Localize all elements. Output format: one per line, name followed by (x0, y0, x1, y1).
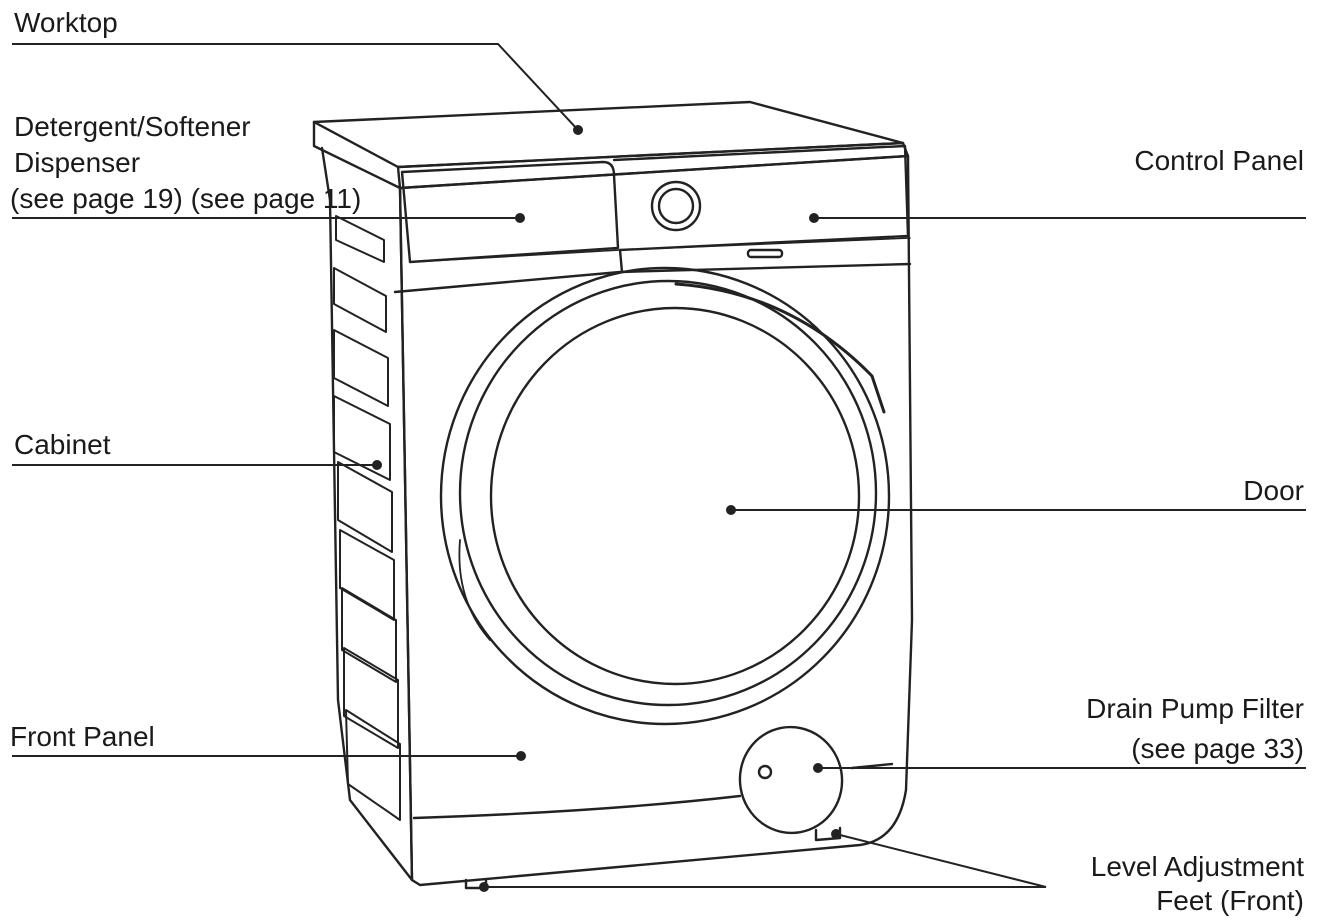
dot-drain-filter (813, 763, 823, 773)
dot-foot-right (831, 829, 841, 839)
dot-door (726, 505, 736, 515)
dot-cabinet (372, 460, 382, 470)
dot-detergent (515, 213, 525, 223)
front-panel-lower-edge (412, 794, 742, 820)
indicator-slot (746, 248, 784, 259)
label-front-panel: Front Panel (10, 721, 155, 752)
label-detergent-line3: (see page 19) (see page 11) (10, 183, 362, 214)
label-control-panel: Control Panel (1134, 145, 1304, 176)
leader-feet (484, 833, 1047, 888)
dot-front-panel (516, 751, 526, 761)
label-worktop: Worktop (14, 7, 118, 38)
fascia-dispenser (400, 160, 620, 264)
leader-worktop (12, 43, 579, 131)
door-glass (489, 306, 861, 686)
label-detergent-line2: Dispenser (14, 147, 141, 178)
door-hinge (674, 282, 886, 414)
program-knob (650, 180, 702, 232)
label-door: Door (1243, 475, 1304, 506)
dot-foot-left (479, 882, 489, 892)
label-drain-line1: Drain Pump Filter (1086, 693, 1304, 724)
drain-filter-cover (738, 725, 844, 835)
label-feet-line2: Feet (Front) (1156, 885, 1304, 916)
label-drain-line2: (see page 33) (1131, 733, 1304, 764)
cabinet-side (320, 146, 414, 882)
label-feet-line1: Level Adjustment (1090, 851, 1304, 882)
door-outer-ring (439, 266, 891, 726)
door-rim (458, 279, 878, 707)
cabinet-vents (333, 215, 401, 821)
dot-worktop (573, 125, 583, 135)
worktop-side-edge (312, 120, 402, 190)
dot-control-panel (809, 213, 819, 223)
fascia-control (612, 144, 910, 252)
label-detergent-line1: Detergent/Softener (14, 111, 251, 142)
label-cabinet: Cabinet (14, 429, 111, 460)
machine-front-outline (398, 154, 914, 887)
